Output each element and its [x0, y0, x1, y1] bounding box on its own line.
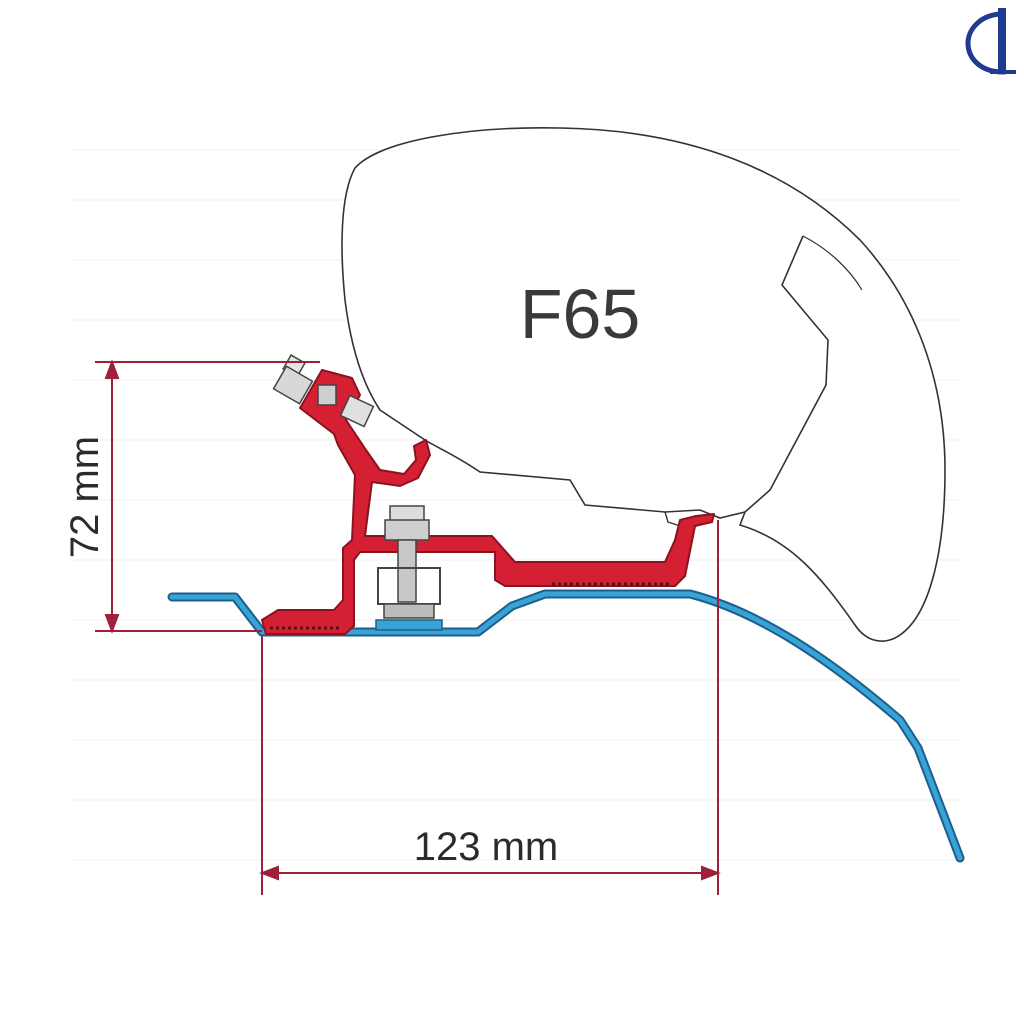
adapter-bracket	[261, 369, 715, 635]
lower-bolt-icon	[375, 505, 443, 631]
width-dimension	[259, 520, 721, 895]
height-dimension-label: 72 mm	[63, 436, 107, 558]
awning-model-label: F65	[520, 275, 641, 353]
brand-logo-icon	[965, 8, 1016, 75]
vehicle-roof-profile	[167, 589, 965, 863]
awning-housing: F65	[341, 127, 946, 642]
width-dimension-label: 123 mm	[414, 825, 559, 869]
height-dimension	[95, 359, 320, 634]
upper-bolt-icon	[272, 354, 375, 428]
